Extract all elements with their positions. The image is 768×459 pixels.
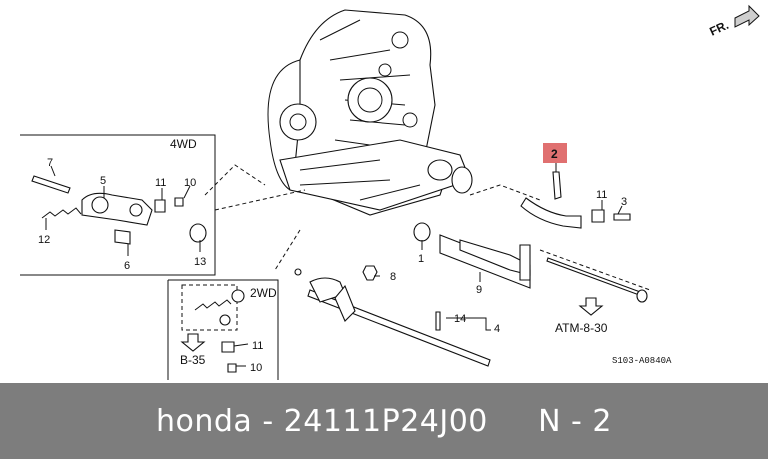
part-11b-shape	[591, 209, 605, 223]
4wd-label: 4WD	[170, 137, 197, 151]
part-2-shift-fork	[520, 171, 582, 229]
label-part-6: 6	[124, 260, 130, 272]
diagram-canvas: FR. 4WD	[20, 4, 760, 380]
parts-diagram: FR. 4WD	[20, 4, 760, 380]
valve-body-assembly	[267, 9, 473, 216]
label-part-13: 13	[194, 256, 206, 268]
atm-arrow	[578, 297, 604, 316]
label-part-14: 14	[454, 313, 466, 325]
part-12-shape	[41, 207, 82, 219]
label-part-10b: 10	[250, 362, 262, 374]
part-caption: honda - 24111P24J00 N - 2	[155, 403, 613, 439]
label-part-11a: 11	[155, 177, 166, 189]
part-10a-shape	[174, 197, 184, 207]
2wd-spring	[194, 299, 232, 311]
guide-lines	[204, 164, 651, 291]
diagram-code: S103-A0840A	[612, 356, 672, 366]
part-11c-shape	[221, 341, 235, 353]
label-part-11c: 11	[252, 340, 263, 352]
label-part-2: 2	[551, 147, 558, 161]
part-13-shape	[189, 223, 207, 243]
part-11a-shape	[154, 199, 166, 213]
highlight-box	[543, 143, 567, 163]
long-bolt	[546, 257, 644, 297]
b35-arrow	[180, 333, 206, 352]
part-8-shape	[362, 265, 378, 281]
part-7-shape	[31, 175, 71, 194]
caption-bar: honda - 24111P24J00 N - 2	[0, 383, 768, 459]
ref-b35: B-35	[180, 353, 206, 367]
part-6-shape	[114, 229, 131, 245]
label-part-8: 8	[390, 271, 396, 283]
label-part-4: 4	[494, 323, 500, 335]
label-part-5: 5	[100, 175, 106, 187]
part-1-shape	[413, 222, 431, 242]
shift-shaft	[294, 268, 491, 367]
label-part-11b: 11	[596, 189, 607, 201]
ref-atm: ATM-8-30	[555, 321, 608, 335]
4wd-box: 4WD	[20, 134, 216, 276]
fr-label: FR.	[707, 18, 730, 39]
leader-lines	[45, 162, 623, 367]
2wd-box: 2WD B-35	[167, 279, 279, 380]
label-part-3: 3	[621, 196, 627, 208]
label-part-1: 1	[418, 253, 424, 265]
part-9-shape	[439, 234, 531, 289]
2wd-label: 2WD	[250, 286, 277, 300]
part-14-shape	[435, 311, 441, 331]
label-part-10a: 10	[184, 177, 196, 189]
label-part-12: 12	[38, 234, 50, 246]
part-10b-shape	[227, 363, 237, 373]
front-direction-arrow: FR.	[707, 4, 760, 39]
label-part-7: 7	[47, 157, 53, 169]
part-3-shape	[613, 213, 631, 221]
label-part-9: 9	[476, 284, 482, 296]
